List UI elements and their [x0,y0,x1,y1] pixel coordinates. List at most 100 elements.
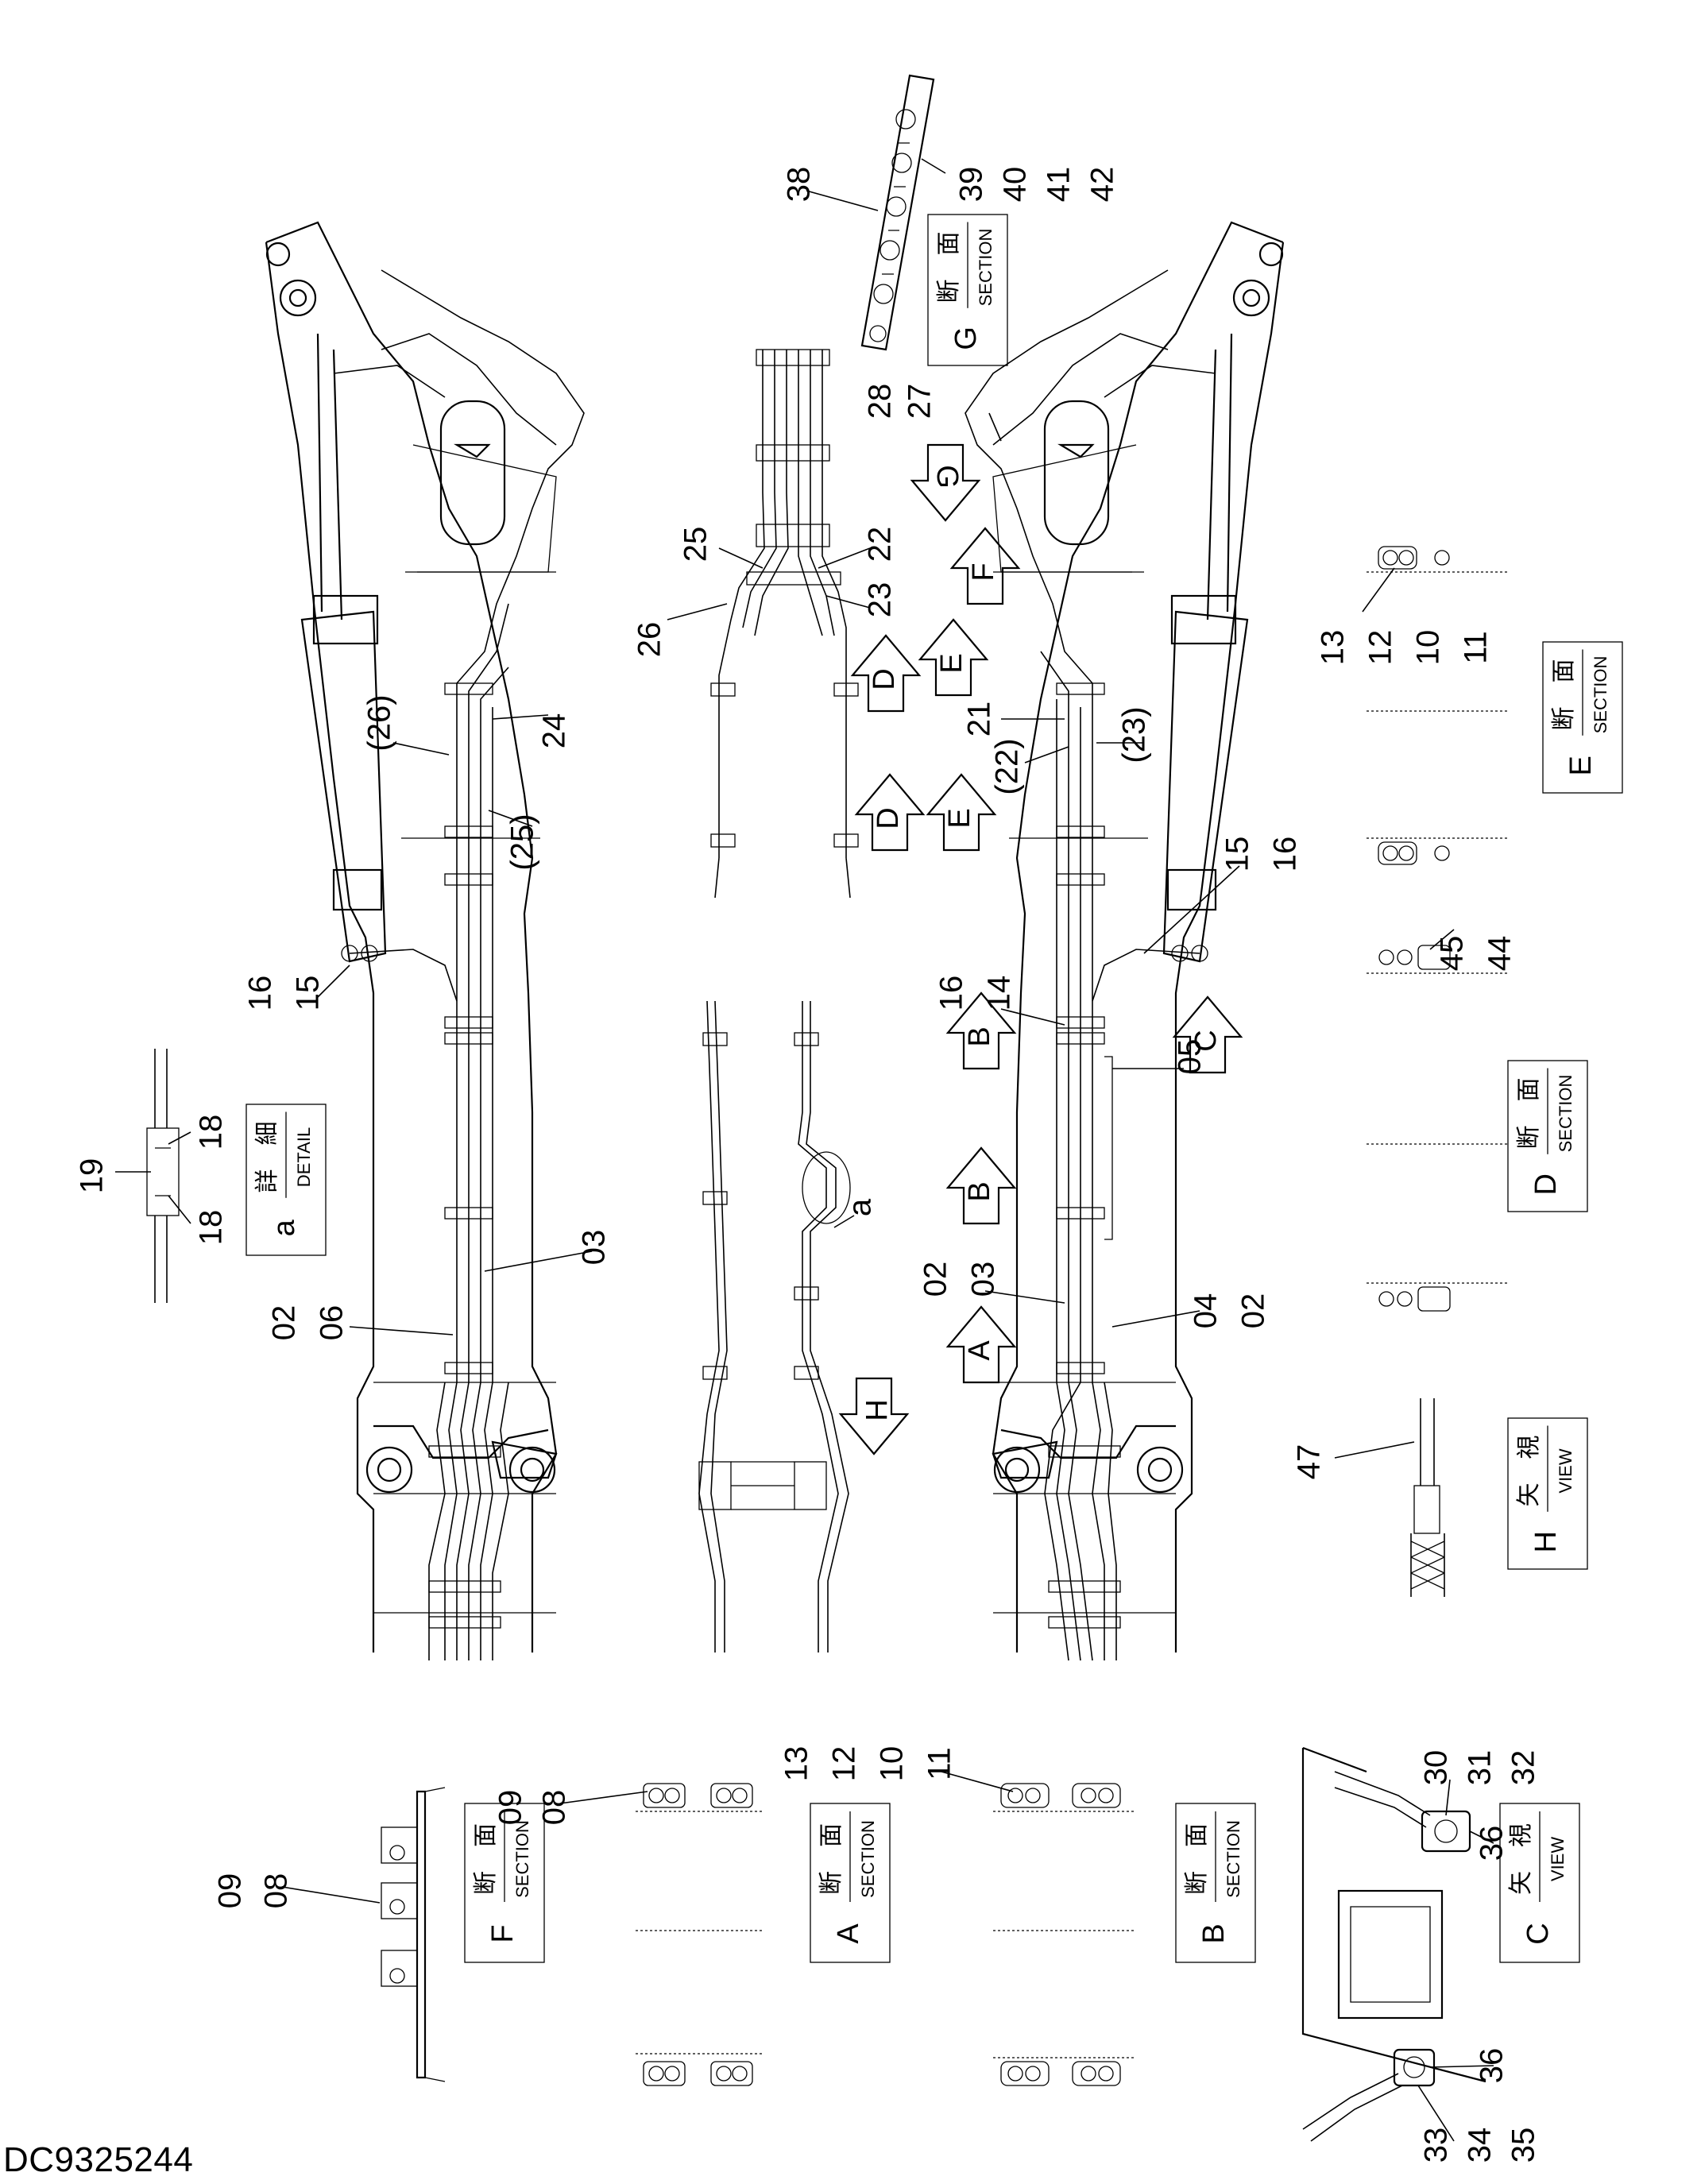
part-label: 15 [291,976,326,1011]
box-letter: G [949,327,983,350]
box-english: SECTION [512,1820,532,1898]
arrow-letter: D [868,668,901,690]
part-label: (23) [1117,706,1152,763]
part-label: 06 [315,1305,350,1341]
box-letter: E [1564,756,1598,775]
box-frame [1499,1803,1580,1963]
part-label: 45 [1435,936,1470,972]
part-label: 15 [1220,837,1255,872]
section-g-manifold [860,74,935,351]
box-frame [245,1104,327,1256]
part-label: 31 [1463,1750,1498,1786]
part-label: 36 [1475,1826,1510,1861]
detail-a-marker: a [833,1198,878,1228]
arrow-letter: H [859,1399,892,1421]
arrow-letter: B [963,1026,996,1046]
view-h-hose-end [1410,1398,1445,1597]
arrow-letter: A [963,1340,996,1361]
center-upper-hose-assembly [710,349,859,899]
box-english: SECTION [1224,1820,1243,1898]
part-label: 44 [1483,936,1517,972]
arrow-letter: F [967,562,1000,581]
box-kanji: 断 面 [936,232,962,303]
view-title-box: 断 面 SECTION D [1507,1060,1588,1212]
box-kanji: 断 面 [1516,1078,1542,1150]
part-label: 47 [1292,1444,1327,1480]
box-letter: A [832,1923,865,1944]
right-boom-assembly [965,221,1285,1661]
box-frame [1542,641,1623,794]
direction-arrow: C [1172,995,1243,1074]
part-label: (22) [990,738,1025,794]
box-letter: D [1529,1173,1563,1195]
box-kanji: 矢 視 [1516,1436,1542,1507]
box-english: SECTION [858,1820,878,1898]
box-kanji: 断 面 [818,1823,845,1895]
part-label: 09 [213,1873,248,1909]
arrow-shape [945,1305,1017,1384]
arrow-shape [949,527,1021,605]
part-label: 34 [1463,2128,1498,2163]
part-label: 27 [903,384,937,419]
view-c-cylinder-port [1301,1746,1486,2142]
direction-arrow: F [949,527,1021,605]
part-label: 02 [918,1262,953,1297]
part-label: 38 [782,167,817,203]
box-frame [1175,1803,1256,1963]
part-label: 13 [779,1746,814,1782]
part-label: 12 [1363,630,1398,666]
box-english: SECTION [1591,656,1610,734]
arrow-letter: E [943,808,976,828]
box-english: SECTION [1556,1075,1575,1153]
box-frame [810,1803,891,1963]
direction-arrow: B [945,1146,1017,1225]
center-lower-hose-assembly [698,1000,851,1652]
part-label: 41 [1042,167,1077,203]
part-label: 04 [1189,1293,1224,1329]
direction-arrow: A [945,1305,1017,1384]
part-label: 10 [875,1746,910,1782]
arrow-letter: B [963,1181,996,1201]
arrow-letter: E [935,653,968,673]
part-label: (25) [505,814,540,870]
part-label: 42 [1085,167,1120,203]
direction-arrow: H [838,1377,910,1455]
arrow-letter: G [930,465,964,489]
box-frame [1507,1417,1588,1570]
direction-arrow: D [854,773,926,852]
part-label: 14 [982,976,1017,1011]
arrow-shape [854,773,926,852]
part-label: 08 [537,1790,572,1826]
part-label: 23 [863,582,898,618]
part-label: 39 [954,167,989,203]
part-label: 02 [267,1305,302,1341]
direction-arrow: G [910,443,981,522]
box-frame [464,1803,545,1963]
box-kanji: 断 面 [1184,1823,1210,1895]
part-label: 08 [259,1873,294,1909]
part-label: 22 [863,527,898,562]
direction-arrow: D [850,634,922,713]
arrow-shape [926,773,997,852]
part-label: 10 [1411,630,1446,666]
section-f-clamps [381,1787,446,2082]
part-label: 16 [243,976,278,1011]
left-boom-assembly [265,221,585,1660]
section-d-detail [1367,945,1510,1312]
part-label: 16 [934,976,969,1011]
box-letter: C [1521,1923,1555,1944]
section-b-clamps [993,1783,1136,2086]
part-label: 28 [863,384,898,419]
direction-arrow: E [926,773,997,852]
detail-a-coupling [146,1049,180,1303]
arrow-shape [945,991,1017,1070]
box-letter: H [1529,1531,1563,1552]
box-frame [927,214,1008,366]
